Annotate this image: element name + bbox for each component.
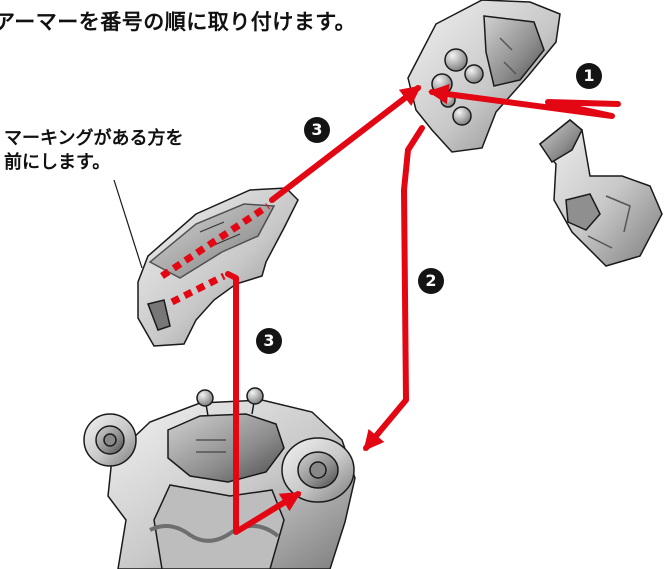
marking-note-line-1: マーキングがある方を xyxy=(4,128,184,149)
side-armor-part xyxy=(538,119,663,267)
middle-armor-part xyxy=(137,187,299,347)
step-3-badge-lower: 3 xyxy=(256,328,282,354)
arrow-step-1 xyxy=(427,84,621,119)
step-1-badge: 1 xyxy=(576,63,602,89)
note-leader-line xyxy=(113,179,143,269)
step-3-badge: 3 xyxy=(304,117,330,143)
assembly-arrows xyxy=(225,84,621,535)
marking-note: マーキングがある方を 前にします。 xyxy=(4,127,183,175)
upper-armor-part xyxy=(407,0,561,153)
step-2-badge: 2 xyxy=(418,268,444,294)
robot-body xyxy=(83,387,356,569)
marking-dashes xyxy=(160,203,270,306)
marking-note-line-2: 前にします。 xyxy=(4,152,111,173)
arrow-step-3-lower xyxy=(225,271,302,535)
arrow-step-3-upper xyxy=(269,85,422,203)
arrow-step-2 xyxy=(363,125,425,452)
instruction-header: アーマーを番号の順に取り付けます。 xyxy=(0,10,357,34)
